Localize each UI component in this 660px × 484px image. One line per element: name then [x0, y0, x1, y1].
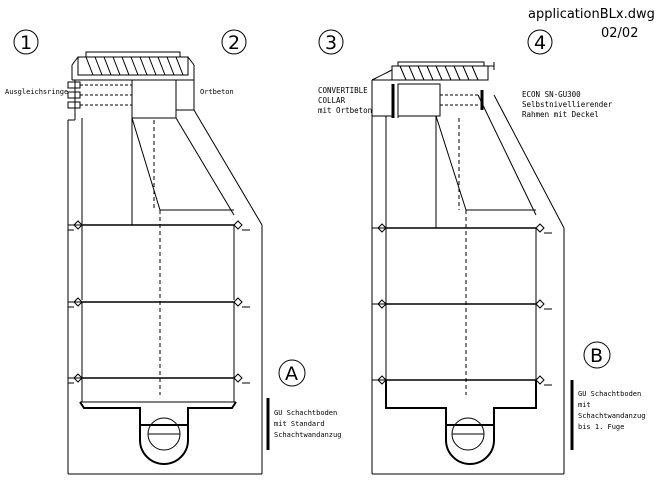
label-convertible-1: CONVERTIBLE — [318, 86, 368, 95]
marker-b-label: B — [590, 345, 603, 367]
marker-a-label: A — [285, 363, 298, 385]
shaft-base-left — [79, 378, 237, 465]
label-b-line2: mit — [578, 401, 591, 409]
sheet-number: 02/02 — [601, 26, 638, 41]
marker-2-label: 2 — [228, 32, 240, 54]
label-a-line1: GU Schachtboden — [274, 409, 337, 417]
shaft-left — [67, 51, 263, 475]
marker-a: A — [278, 359, 306, 387]
manhole-cover-right — [371, 61, 495, 118]
marker-b: B — [583, 341, 611, 369]
marker-4: 4 — [527, 29, 553, 55]
label-econ-2: Selbstnivellierender — [522, 100, 613, 109]
label-a-line2: mit Standard — [274, 420, 325, 428]
label-econ-3: Rahmen mit Deckel — [522, 110, 599, 119]
drawing-filename: applicationBLx.dwg — [528, 7, 655, 22]
label-econ-1: ECON SN-GU300 — [522, 90, 581, 99]
marker-3: 3 — [318, 29, 344, 55]
shaft-rings-right — [372, 210, 552, 395]
label-b-line3: Schachtwandanzug — [578, 412, 645, 420]
label-ortbeton: Ortbeton — [200, 88, 234, 96]
shaft-right — [371, 61, 565, 475]
label-a-line3: Schachtwandanzug — [274, 431, 341, 439]
label-b-line4: bis 1. Fuge — [578, 423, 624, 431]
shaft-rings-left — [68, 210, 250, 395]
marker-1: 1 — [13, 29, 39, 55]
label-ausgleichsringe: Ausgleichsringe — [5, 88, 68, 96]
marker-2: 2 — [221, 29, 247, 55]
label-convertible-3: mit Ortbeton — [318, 106, 372, 115]
shaft-base-right — [385, 380, 537, 465]
adjustment-rings-left — [67, 80, 132, 120]
manhole-cover-left — [71, 51, 195, 81]
marker-4-label: 4 — [534, 32, 546, 54]
label-b-line1: GU Schachtboden — [578, 390, 641, 398]
label-convertible-2: COLLAR — [318, 96, 346, 105]
marker-3-label: 3 — [325, 32, 337, 54]
marker-1-label: 1 — [20, 32, 32, 54]
